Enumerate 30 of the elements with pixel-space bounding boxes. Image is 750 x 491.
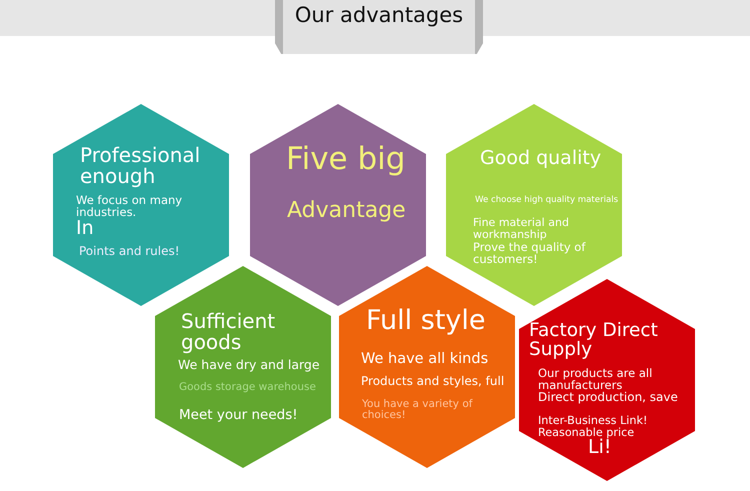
hexagon-heading: Professional enough xyxy=(80,145,202,187)
hexagon-text: Prove the quality of customers! xyxy=(473,241,587,266)
hexagon-text: Products and styles, full xyxy=(361,375,506,388)
hexagon-text: Direct production, save xyxy=(538,391,679,404)
hexagon-text: In xyxy=(76,219,95,239)
hexagon-text: We focus on many industries. xyxy=(76,194,184,218)
hexagon-text: Advantage xyxy=(287,199,407,222)
hexagon-heading: Sufficient goods xyxy=(181,311,276,353)
hexagon-text: We have dry and large xyxy=(178,358,321,372)
hexagon-heading: Five big xyxy=(286,143,406,176)
hexagon-text: Inter-Business Link! Reasonable price xyxy=(538,415,648,438)
hexagon-text: Li! xyxy=(588,438,612,458)
hexagon xyxy=(518,278,696,482)
hexagon-text: We have all kinds xyxy=(361,352,490,368)
title: Our advantages xyxy=(294,2,464,29)
hexagon xyxy=(154,265,332,469)
hexagon-text: Our products are all manufacturers xyxy=(538,367,654,392)
hexagon-text: Meet your needs! xyxy=(179,408,299,422)
hexagon-heading: Full style xyxy=(366,307,486,336)
hexagon-text: You have a variety of choices! xyxy=(362,399,474,422)
hexagon-text: Points and rules! xyxy=(79,245,181,258)
hexagon xyxy=(52,103,230,307)
hexagon-text: Goods storage warehouse xyxy=(179,382,317,394)
hexagon-text: We choose high quality materials xyxy=(475,196,620,206)
hexagon xyxy=(338,265,516,469)
hexagon-text: Fine material and workmanship xyxy=(473,217,570,240)
hexagon-heading: Good quality xyxy=(480,149,602,169)
hexagon-heading: Factory Direct Supply xyxy=(529,321,659,360)
hexagon xyxy=(445,103,623,307)
hexagon xyxy=(249,103,427,307)
